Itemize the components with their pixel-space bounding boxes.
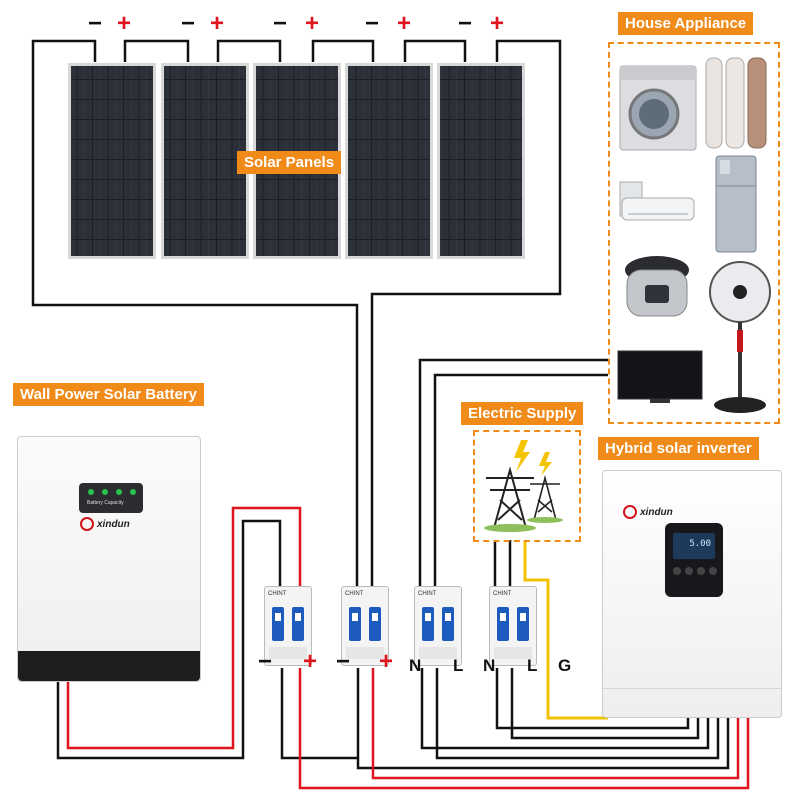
ground-wire: [523, 540, 608, 720]
battery-negative-terminal: −: [258, 648, 273, 675]
solar-panels-label: Solar Panels: [237, 151, 342, 174]
load-wires: [418, 358, 608, 590]
panel-positive-terminal: +: [397, 10, 412, 37]
panel-positive-terminal: +: [117, 10, 132, 37]
battery-breaker-pos-out: [298, 668, 750, 790]
status-led: [116, 489, 122, 495]
panel-negative-terminal: −: [88, 10, 103, 37]
battery-status-panel: Battery Capacity: [79, 483, 143, 513]
electric-supply-box: [473, 430, 581, 542]
hybrid-inverter: xindun 5.00: [602, 470, 782, 718]
logo-mark-icon: [80, 517, 94, 531]
panel-positive-terminal: +: [210, 10, 225, 37]
panel-negative-terminal: −: [458, 10, 473, 37]
breaker-switch[interactable]: [517, 607, 529, 641]
house-appliance-label: House Appliance: [618, 12, 754, 35]
inverter-ac-wires: [356, 668, 730, 770]
grid-breaker[interactable]: CHINT: [489, 586, 537, 666]
grid-wires: [493, 540, 512, 590]
inverter-button[interactable]: [709, 567, 717, 575]
inverter-button[interactable]: [673, 567, 681, 575]
inverter-button[interactable]: [697, 567, 705, 575]
panel-negative-terminal: −: [365, 10, 380, 37]
grid-neutral-terminal: N: [483, 656, 496, 675]
battery-positive-terminal: +: [303, 648, 318, 675]
split-air-conditioner-icon: [619, 181, 695, 221]
pv-positive-wire: [371, 668, 740, 780]
washing-machine-icon: [619, 65, 697, 151]
refrigerator-icon: [715, 155, 757, 253]
panel-positive-terminal: +: [490, 10, 505, 37]
solar-panel: [345, 63, 433, 259]
ground-terminal: G: [558, 656, 572, 675]
load-breaker[interactable]: CHINT: [414, 586, 462, 666]
panel-positive-terminal: +: [305, 10, 320, 37]
status-led: [130, 489, 136, 495]
wall-battery-label: Wall Power Solar Battery: [13, 383, 204, 406]
breaker-switch[interactable]: [272, 607, 284, 641]
inverter-seam: [603, 688, 781, 689]
pv-negative-terminal: −: [336, 648, 351, 675]
electric-fan-icon: [709, 261, 771, 413]
logo-mark-icon: [623, 505, 637, 519]
wall-battery: Battery Capacity xindun: [17, 436, 201, 682]
solar-panel: [68, 63, 156, 259]
power-tower-icon: [484, 466, 536, 532]
battery-breaker-neg-out: [280, 668, 358, 760]
battery-base: [18, 651, 200, 681]
load-neutral-terminal: N: [409, 656, 422, 675]
breaker-switch[interactable]: [292, 607, 304, 641]
television-icon: [617, 350, 703, 403]
battery-capacity-text: Battery Capacity: [87, 500, 124, 506]
inverter-display-value: 5.00: [689, 539, 711, 549]
battery-logo: xindun: [80, 517, 130, 531]
inverter-control-panel: 5.00: [665, 523, 723, 597]
inverter-logo: xindun: [623, 505, 673, 519]
pv-positive-terminal: +: [379, 648, 394, 675]
inverter-lcd-display: 5.00: [673, 533, 715, 559]
battery-negative-wire: [56, 519, 282, 760]
rice-cooker-icon: [625, 256, 689, 317]
inverter-button[interactable]: [685, 567, 693, 575]
power-tower-icon: [527, 474, 563, 523]
lightning-icon: [539, 452, 552, 476]
electric-supply-label: Electric Supply: [461, 402, 584, 425]
status-led: [88, 489, 94, 495]
panel-series-wires: [31, 39, 562, 590]
house-appliance-panel: [608, 42, 780, 424]
battery-positive-wire: [66, 506, 302, 750]
air-conditioner-tower-icon: [705, 57, 767, 149]
lightning-icon: [514, 440, 530, 472]
pv-breaker[interactable]: CHINT: [341, 586, 389, 666]
breaker-switch[interactable]: [422, 607, 434, 641]
grid-live-terminal: L: [527, 656, 538, 675]
breaker-switch[interactable]: [369, 607, 381, 641]
breaker-switch[interactable]: [442, 607, 454, 641]
panel-negative-terminal: −: [181, 10, 196, 37]
solar-panel: [437, 63, 525, 259]
load-live-terminal: L: [453, 656, 464, 675]
breaker-switch[interactable]: [349, 607, 361, 641]
status-led: [102, 489, 108, 495]
breaker-switch[interactable]: [497, 607, 509, 641]
battery-breaker[interactable]: CHINT: [264, 586, 312, 666]
solar-panel: [161, 63, 249, 259]
panel-negative-terminal: −: [273, 10, 288, 37]
hybrid-inverter-label: Hybrid solar inverter: [598, 437, 759, 460]
